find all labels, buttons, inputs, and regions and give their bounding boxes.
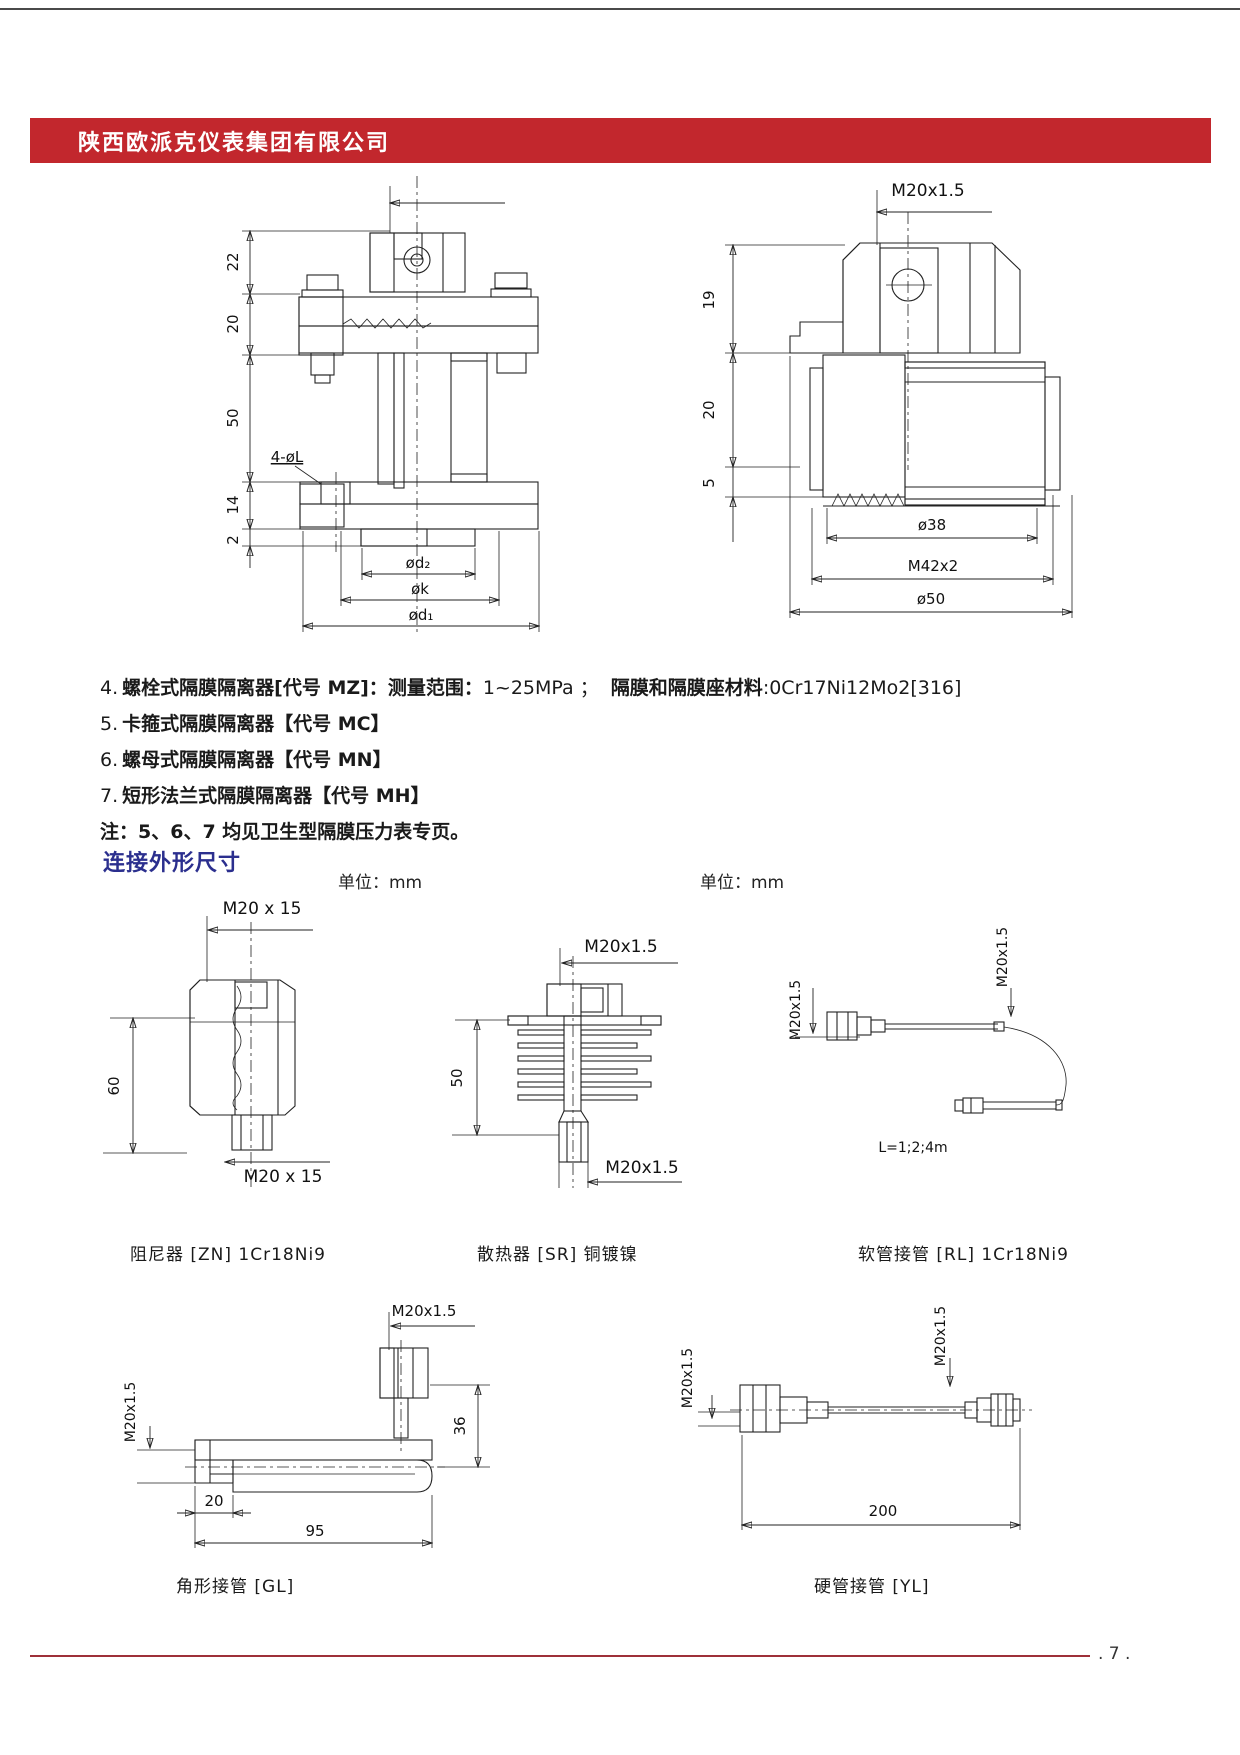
radiator-body — [507, 983, 662, 1163]
thread-label: M20x1.5 — [392, 1302, 457, 1320]
unit-label-left: 单位：mm — [338, 873, 423, 893]
item-number: 4. — [100, 677, 119, 699]
dim-label: 20 — [204, 1492, 223, 1510]
range-value: 1~25MPa ； — [482, 677, 599, 699]
bottom-dimensions: 20 95 — [177, 1486, 432, 1548]
left-dimension-chain: 22 20 50 14 2 — [224, 231, 390, 568]
page-number: . 7 . — [1098, 1644, 1131, 1664]
spec-item-6: 6.螺母式隔膜隔离器【代号 MN】 — [100, 742, 1000, 778]
vertical-port — [379, 1347, 429, 1439]
spec-item-7: 7.短形法兰式隔膜隔离器【代号 MH】 — [100, 778, 1000, 814]
seal-body — [298, 186, 539, 552]
section-title: 连接外形尺寸 — [103, 851, 242, 876]
top-rule — [0, 8, 1240, 10]
dim-label: 60 — [105, 1076, 123, 1095]
dim-label: øk — [411, 580, 429, 598]
company-name: 陕西欧派克仪表集团有限公司 — [78, 130, 391, 156]
horizontal-pipe — [185, 1439, 445, 1493]
dim-label: 50 — [448, 1068, 466, 1087]
thread-label: M20x1.5 — [995, 927, 1011, 987]
length-dimension: 200 — [742, 1428, 1020, 1530]
left-thread-callout: M20x1.5 — [123, 1382, 195, 1484]
spec-note: 注：5、6、7 均见卫生型隔膜压力表专页。 — [100, 821, 470, 843]
thread-label: M20x1.5 — [680, 1348, 696, 1408]
dim-label: ød₂ — [406, 554, 431, 572]
caption-rigid: 硬管接管 [YL] — [814, 1577, 930, 1597]
footer-rule — [30, 1655, 1090, 1657]
dim-label: 20 — [700, 400, 718, 419]
dim-label: 19 — [700, 290, 718, 309]
caption-damper: 阻尼器 [ZN] 1Cr18Ni9 — [130, 1245, 326, 1265]
thread-label: M20x1.5 — [891, 181, 964, 201]
dim-label: 2 — [224, 535, 242, 545]
bottom-dimensions: ød₂ øk ød₁ — [303, 531, 539, 632]
bottom-thread-callout: M20x1.5 — [558, 1158, 682, 1188]
damper-body — [189, 979, 296, 1151]
dim-label: M42x2 — [908, 557, 958, 575]
pipe-assembly — [739, 1384, 1021, 1433]
angle-connector-drawing: M20x1.5 36 M20x1.5 — [123, 1302, 490, 1548]
height-dimension: 50 — [448, 1020, 559, 1135]
dim-label: 200 — [869, 1502, 898, 1520]
thread-label: M20 x 15 — [223, 899, 302, 919]
dim-label: ø38 — [918, 516, 946, 534]
thread-label: M20x1.5 — [788, 980, 804, 1040]
rigid-pipe-drawing: M20x1.5 M20x1.5 200 — [680, 1306, 1032, 1530]
unit-label-right: 单位：mm — [700, 873, 785, 893]
thread-label: M20x1.5 — [584, 937, 657, 957]
caption-angle: 角形接管 [GL] — [176, 1577, 295, 1597]
bolted-seal-drawing: 22 20 50 14 2 4-øL ød₂ øk ød₁ — [224, 176, 600, 634]
top-thread-callout: M20x1.5 — [877, 181, 992, 245]
item-number: 7. — [100, 785, 119, 807]
item-number: 5. — [100, 713, 119, 735]
thread-label: M20x1.5 — [933, 1306, 949, 1366]
item-number: 6. — [100, 749, 119, 771]
dim-label: 20 — [224, 314, 242, 333]
bolt-hole-callout: 4-øL — [271, 448, 322, 485]
hose-fitting-right — [954, 1097, 1063, 1114]
spec-item-5: 5.卡箍式隔膜隔离器【代号 MC】 — [100, 706, 1000, 742]
spec-item-4: 4.螺栓式隔膜隔离器[代号 MZ]：测量范围：1~25MPa ； 隔膜和隔膜座材… — [100, 670, 1000, 706]
thread-label: M20x1.5 — [123, 1382, 139, 1442]
hose-curve — [1003, 1026, 1067, 1106]
caption-hose: 软管接管 [RL] 1Cr18Ni9 — [858, 1245, 1069, 1265]
dim-label: 5 — [700, 478, 718, 488]
length-note: L=1;2;4m — [878, 1140, 947, 1156]
dim-label: 22 — [224, 252, 242, 271]
caption-radiator: 散热器 [SR] 铜镀镍 — [477, 1245, 638, 1265]
seal-body — [789, 242, 1061, 507]
height-dimension: 60 — [103, 1018, 195, 1153]
material-value: :0Cr17Ni12Mo2[316] — [762, 677, 962, 699]
item-name: 短形法兰式隔膜隔离器【代号 MH】 — [122, 785, 430, 807]
threaded-seal-drawing: M20x1.5 — [700, 181, 1080, 618]
item-name: 螺母式隔膜隔离器【代号 MN】 — [122, 749, 392, 771]
bottom-dimensions: ø38 M42x2 ø50 — [790, 356, 1072, 618]
item-name: 螺栓式隔膜隔离器[代号 MZ]： — [122, 677, 388, 699]
company-header-bar: 陕西欧派克仪表集团有限公司 — [30, 118, 1211, 163]
dim-label: 36 — [451, 1416, 469, 1435]
damper-drawing: M20 x 15 60 M20 x 15 — [103, 899, 330, 1190]
material-label: 隔膜和隔膜座材料 — [610, 677, 763, 699]
height-dimension: 36 — [430, 1385, 490, 1467]
thread-label: M20 x 15 — [244, 1167, 323, 1187]
dim-label: 50 — [224, 408, 242, 427]
dim-label: 95 — [305, 1522, 324, 1540]
left-dimension-chain: 19 20 5 — [700, 245, 845, 542]
dim-label: ø50 — [917, 590, 945, 608]
radiator-drawing: M20x1.5 — [448, 937, 682, 1188]
item-name: 卡箍式隔膜隔离器【代号 MC】 — [122, 713, 390, 735]
hose-drawing: M20x1.5 M20x1.5 L=1;2;4m — [788, 927, 1067, 1156]
range-label: 测量范围： — [387, 677, 483, 699]
hose-fitting-left — [826, 1011, 1005, 1041]
bottom-thread-callout: M20 x 15 — [225, 1162, 330, 1187]
thread-label: M20x1.5 — [605, 1158, 678, 1178]
spec-list: 4.螺栓式隔膜隔离器[代号 MZ]：测量范围：1~25MPa ； 隔膜和隔膜座材… — [100, 670, 1000, 850]
hole-label: 4-øL — [271, 448, 304, 466]
dim-label: ød₁ — [409, 606, 434, 624]
dim-label: 14 — [224, 495, 242, 514]
